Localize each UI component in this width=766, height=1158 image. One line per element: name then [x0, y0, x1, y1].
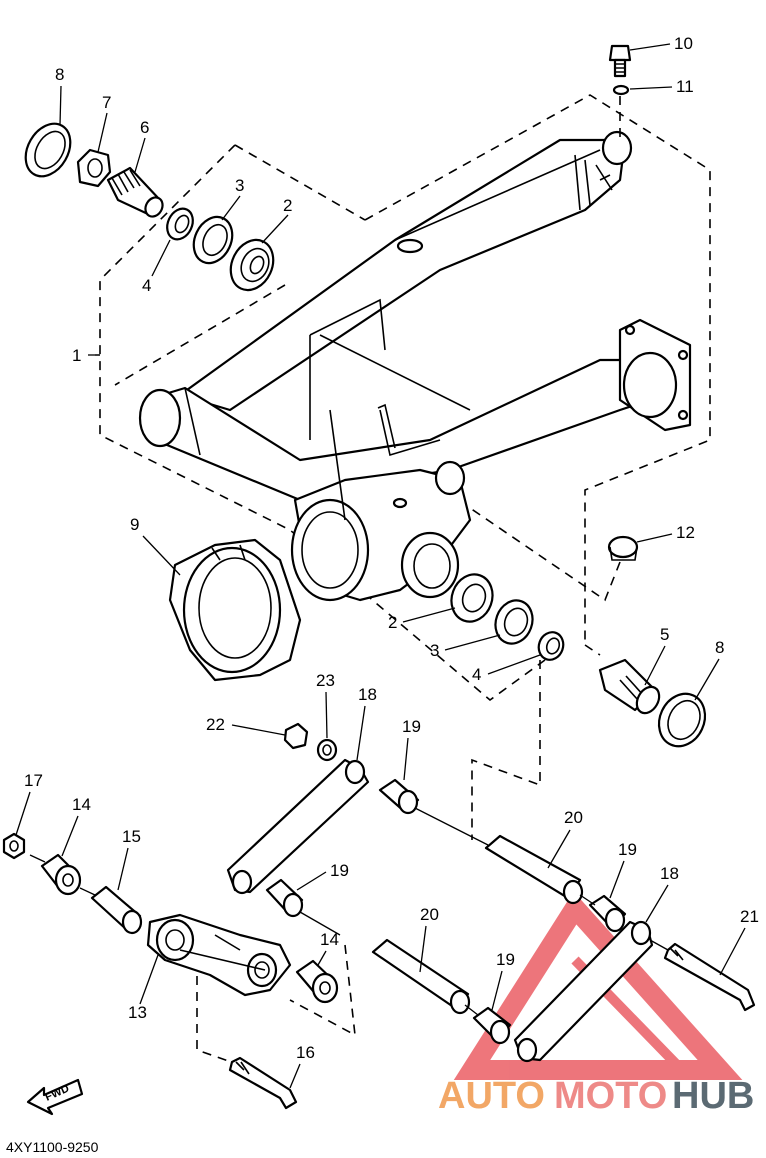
- callout-4a: 4: [142, 276, 151, 295]
- watermark-hub: HUB: [672, 1075, 754, 1117]
- callout-17: 17: [24, 771, 43, 790]
- part-2-bearing-lower: [450, 573, 494, 623]
- part-9-chain-guard: [168, 538, 302, 682]
- part-21-bolt: [663, 942, 756, 1012]
- part-7-nut: [76, 148, 112, 188]
- callout-16: 16: [296, 1043, 315, 1062]
- callout-20b: 20: [420, 905, 439, 924]
- part-19-bushing-d: [472, 1006, 512, 1045]
- part-14-collar-right: [295, 959, 339, 1004]
- callout-23: 23: [316, 671, 335, 690]
- callout-18b: 18: [660, 864, 679, 883]
- part-17-nut: [2, 832, 26, 860]
- callout-14a: 14: [72, 795, 91, 814]
- callout-19a: 19: [402, 717, 421, 736]
- diagram-code: 4XY1100-9250: [6, 1139, 99, 1155]
- watermark-moto: MOTO: [554, 1075, 667, 1117]
- callout-20a: 20: [564, 808, 583, 827]
- part-18-link-rod-right: [513, 920, 654, 1063]
- callout-8b: 8: [715, 638, 724, 657]
- part-19-bushing-a: [378, 778, 420, 815]
- part-20-sleeve-upper: [484, 834, 584, 905]
- callout-10: 10: [674, 34, 693, 53]
- callout-15: 15: [122, 827, 141, 846]
- part-16-bolt: [228, 1056, 298, 1110]
- part-19-bushing-b: [265, 878, 304, 918]
- part-13-relay-arm: [146, 913, 292, 997]
- watermark-auto: AUTO: [438, 1075, 545, 1117]
- callout-13: 13: [128, 1003, 147, 1022]
- callout-7: 7: [102, 93, 111, 112]
- part-14-collar-left: [40, 853, 82, 896]
- callout-2b: 2: [388, 613, 397, 632]
- part-4-collar-upper: [166, 207, 194, 241]
- callout-3b: 3: [430, 641, 439, 660]
- part-19-bushing-c: [588, 894, 627, 933]
- callout-21: 21: [740, 907, 759, 926]
- part-11-washer: [612, 84, 630, 96]
- callout-19c: 19: [618, 840, 637, 859]
- swingarm: [138, 130, 692, 602]
- callout-9: 9: [130, 515, 139, 534]
- callout-labels: 1 2 3 4 6 7 8 10 11 9 12 2 3 4 5 8 22 23: [15, 34, 759, 1089]
- callout-6: 6: [140, 118, 149, 137]
- callout-14b: 14: [320, 930, 339, 949]
- callout-18a: 18: [358, 685, 377, 704]
- part-3-seal-lower: [494, 599, 534, 645]
- fwd-arrow-icon: FWD: [26, 1078, 84, 1116]
- callout-22: 22: [206, 715, 225, 734]
- callout-1: 1: [72, 346, 81, 365]
- callout-4b: 4: [472, 665, 481, 684]
- part-5-pivot-bolt: [598, 658, 661, 715]
- part-15-sleeve: [90, 885, 143, 935]
- callout-8a: 8: [55, 65, 64, 84]
- part-8-oil-seal: [24, 122, 72, 178]
- part-8-cap-lower: [657, 692, 707, 748]
- callout-2a: 2: [283, 196, 292, 215]
- part-4-collar-lower: [537, 631, 565, 661]
- callout-19b: 19: [330, 861, 349, 880]
- callout-19d: 19: [496, 950, 515, 969]
- callout-3a: 3: [235, 176, 244, 195]
- callout-12: 12: [676, 523, 695, 542]
- part-20-sleeve-lower: [371, 938, 471, 1015]
- part-6-shaft: [106, 166, 164, 218]
- part-23-washer: [316, 738, 338, 762]
- part-12-cap: [607, 535, 639, 561]
- part-18-link-rod-left: [226, 758, 370, 895]
- callout-11: 11: [676, 77, 694, 96]
- part-10-bolt: [608, 44, 632, 78]
- watermark-logo: AUTO MOTO HUB: [438, 1075, 754, 1117]
- callout-5: 5: [660, 625, 669, 644]
- part-22-nut: [283, 722, 309, 750]
